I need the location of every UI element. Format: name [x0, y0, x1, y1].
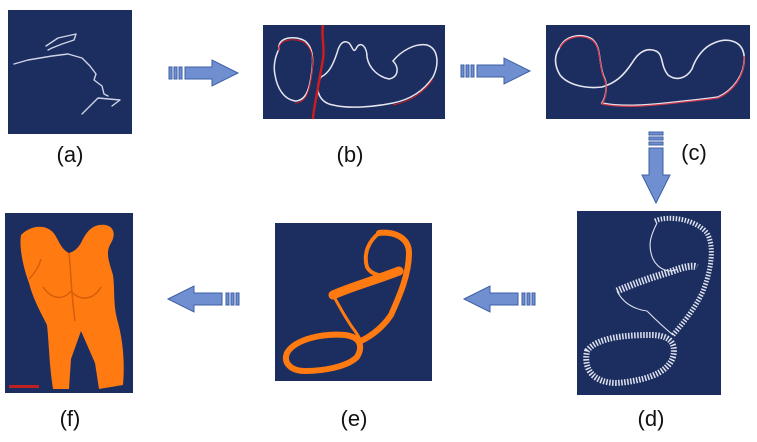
torso-model-graphic [9, 224, 124, 389]
panel-e-surface-ribbons [275, 223, 432, 381]
cross-section-curves-graphic [273, 25, 438, 119]
label-d: (d) [637, 406, 665, 431]
arrow-down-icon [641, 131, 671, 205]
arrow-right-icon [168, 59, 240, 87]
panel-f-torso-model [5, 213, 133, 393]
surface-ribbons-graphic [283, 229, 412, 374]
arrow-right-icon [460, 57, 532, 85]
panel-c-closed-curve [546, 25, 750, 119]
ribbon-strands-graphic [583, 215, 714, 387]
label-f: (f) [59, 406, 81, 431]
label-a: (a) [56, 142, 84, 167]
label-e: (e) [340, 406, 368, 431]
label-c: (c) [681, 140, 707, 165]
closed-curve-graphic [554, 34, 745, 107]
sketch-strokes-graphic [13, 33, 121, 115]
arrow-left-icon [462, 285, 536, 313]
label-b: (b) [336, 142, 364, 167]
panel-a-sketch [8, 10, 132, 134]
panel-d-ribbon-strands [577, 211, 721, 395]
panel-b-curves-cut [263, 25, 445, 119]
arrow-left-icon [166, 285, 240, 313]
